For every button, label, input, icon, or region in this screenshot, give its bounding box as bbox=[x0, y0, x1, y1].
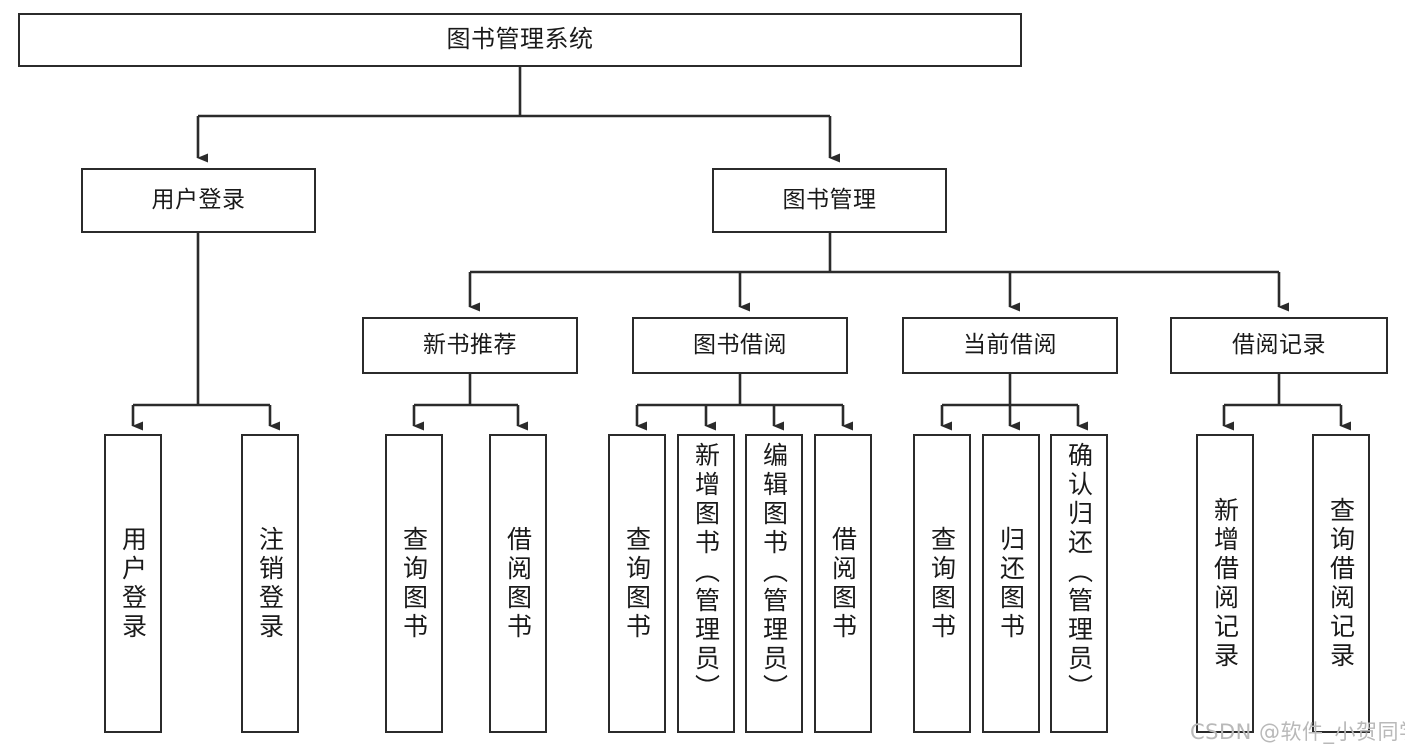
node-borrow-record[interactable]: 借阅记录 bbox=[1170, 317, 1388, 374]
node-leaf-user-login[interactable]: 用户登录 bbox=[104, 434, 162, 733]
node-label: 图书管理 bbox=[782, 187, 877, 214]
node-label: 用户登录 bbox=[151, 187, 246, 214]
node-user-login[interactable]: 用户登录 bbox=[81, 168, 316, 233]
node-root-system[interactable]: 图书管理系统 bbox=[18, 13, 1022, 67]
node-label: 借阅图书 bbox=[828, 525, 858, 642]
node-label: 查询图书 bbox=[622, 525, 652, 642]
node-book-management[interactable]: 图书管理 bbox=[712, 168, 947, 233]
node-label: 借阅记录 bbox=[1232, 332, 1326, 359]
node-leaf-query-book-recommend[interactable]: 查询图书 bbox=[385, 434, 443, 733]
node-label: 注销登录 bbox=[255, 525, 285, 642]
node-leaf-query-book-borrow[interactable]: 查询图书 bbox=[608, 434, 666, 733]
node-label: 图书借阅 bbox=[693, 332, 787, 359]
node-label: 用户登录 bbox=[118, 525, 148, 642]
node-label: 图书管理系统 bbox=[446, 25, 594, 54]
node-label: 查询图书 bbox=[927, 525, 957, 642]
node-leaf-query-borrow-record[interactable]: 查询借阅记录 bbox=[1312, 434, 1370, 733]
node-leaf-return-book[interactable]: 归还图书 bbox=[982, 434, 1040, 733]
node-label: 查询图书 bbox=[399, 525, 429, 642]
node-label: 新增借阅记录 bbox=[1210, 496, 1240, 671]
node-leaf-query-book-current[interactable]: 查询图书 bbox=[913, 434, 971, 733]
watermark-text: CSDN @软件_小贺同学 bbox=[1190, 720, 1405, 744]
node-label: 归还图书 bbox=[996, 525, 1026, 642]
node-label: 新增图书（管理员） bbox=[691, 442, 721, 703]
node-leaf-borrow-book[interactable]: 借阅图书 bbox=[814, 434, 872, 733]
node-leaf-user-logout[interactable]: 注销登录 bbox=[241, 434, 299, 733]
node-leaf-edit-book-admin[interactable]: 编辑图书（管理员） bbox=[745, 434, 803, 733]
node-leaf-add-book-admin[interactable]: 新增图书（管理员） bbox=[677, 434, 735, 733]
node-label: 查询借阅记录 bbox=[1326, 496, 1356, 671]
node-book-borrow[interactable]: 图书借阅 bbox=[632, 317, 848, 374]
node-leaf-borrow-book-recommend[interactable]: 借阅图书 bbox=[489, 434, 547, 733]
node-current-borrow[interactable]: 当前借阅 bbox=[902, 317, 1118, 374]
node-label: 编辑图书（管理员） bbox=[759, 442, 789, 703]
node-new-book-recommend[interactable]: 新书推荐 bbox=[362, 317, 578, 374]
node-label: 当前借阅 bbox=[963, 332, 1057, 359]
node-leaf-confirm-return-admin[interactable]: 确认归还（管理员） bbox=[1050, 434, 1108, 733]
node-leaf-add-borrow-record[interactable]: 新增借阅记录 bbox=[1196, 434, 1254, 733]
node-label: 新书推荐 bbox=[423, 332, 517, 359]
node-label: 确认归还（管理员） bbox=[1064, 442, 1094, 703]
node-label: 借阅图书 bbox=[503, 525, 533, 642]
